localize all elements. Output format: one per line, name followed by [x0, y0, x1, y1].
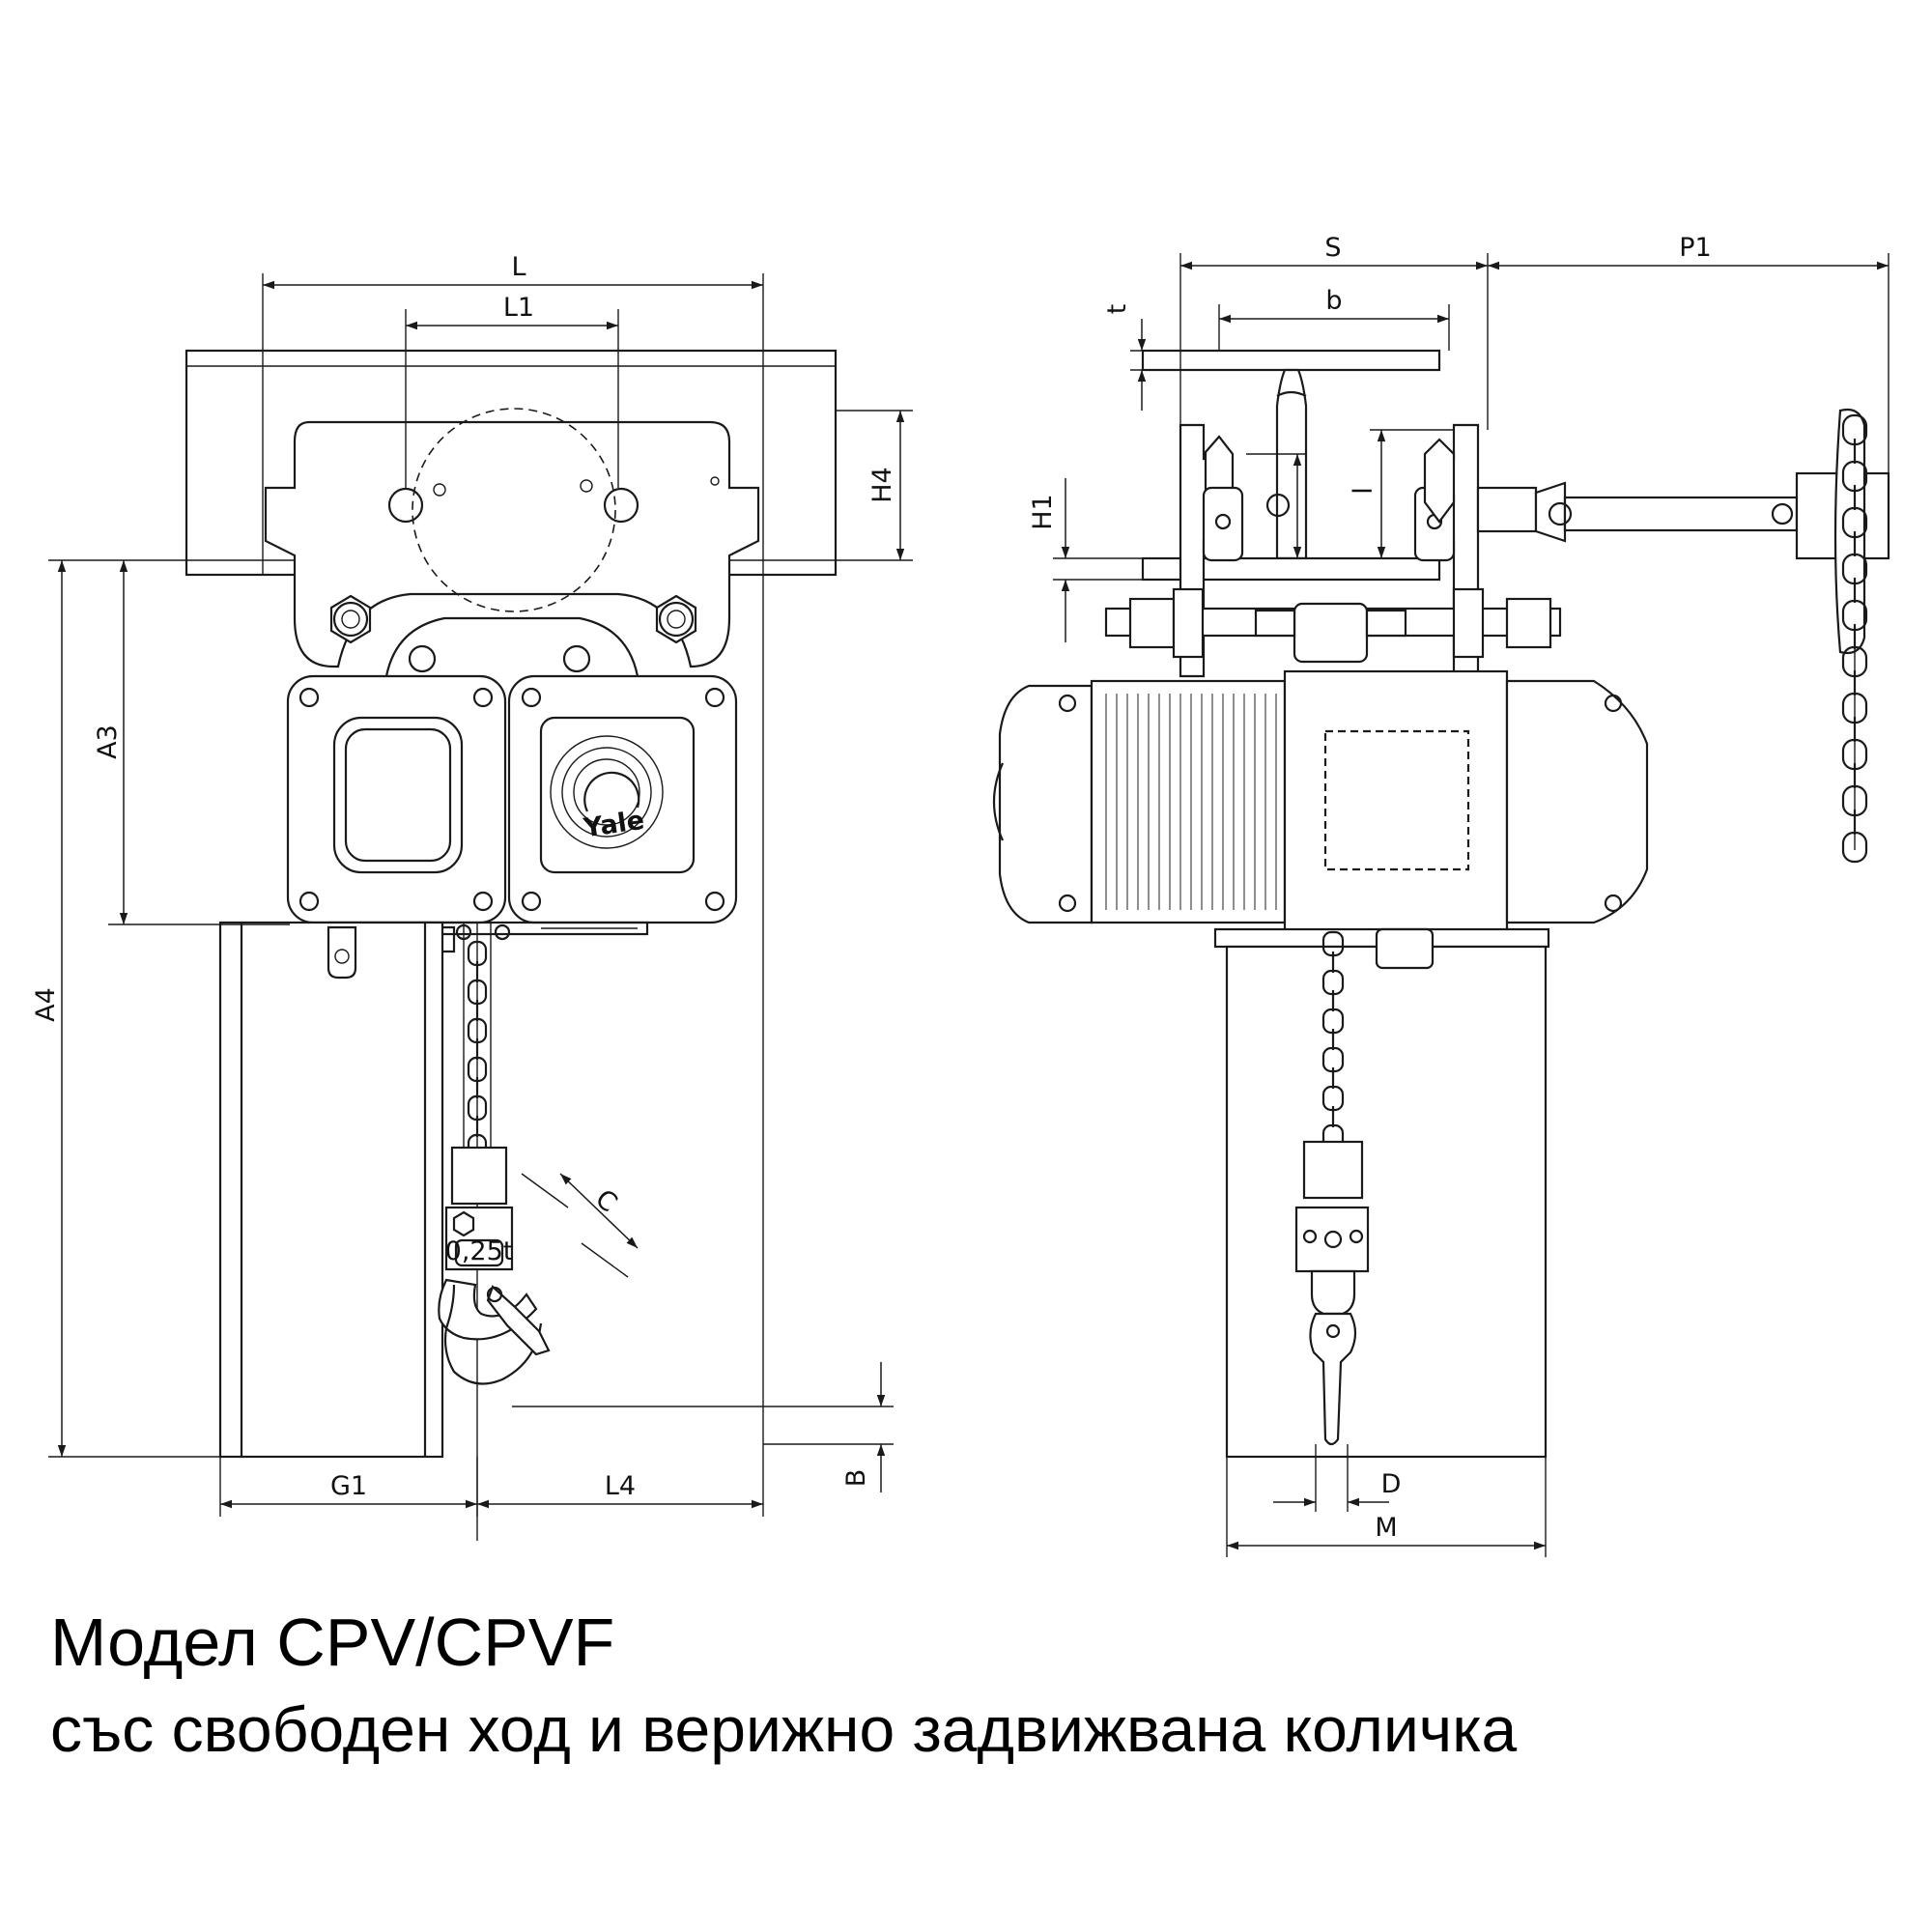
- chain-container-front: [218, 921, 456, 1459]
- chain-drive: [1476, 408, 1890, 864]
- motor-gearbox: [992, 669, 1649, 949]
- dim-L1: L1: [503, 293, 534, 323]
- side-i-beam: [1141, 349, 1441, 582]
- dim-A3: A3: [93, 724, 123, 759]
- dim-L4: L4: [605, 1471, 636, 1501]
- chain-links-side: [1321, 930, 1345, 1151]
- motor-fins: [1105, 694, 1277, 910]
- caption-subtitle: със свободен ход и верижно задвижвана ко…: [50, 1693, 1518, 1765]
- front-dimensions: L L1 H4 A3 A4 C: [31, 252, 913, 1517]
- chain-links-front: [467, 940, 488, 1160]
- dim-P1: P1: [1679, 233, 1711, 263]
- hook-block-front: 0,25t: [438, 1146, 551, 1385]
- dim-B: B: [841, 1469, 871, 1488]
- dim-C: C: [589, 1184, 622, 1219]
- dim-D: D: [1381, 1469, 1402, 1499]
- wheel-nut-left: [329, 594, 372, 644]
- dim-L: L: [511, 252, 526, 282]
- trolley-side-plates: [1104, 423, 1562, 678]
- side-dimensions: S P1 b t H1: [1028, 233, 1889, 1557]
- front-view: Yale 0,25t: [31, 252, 913, 1541]
- trolley-plate: [264, 408, 760, 677]
- side-view: S P1 b t H1: [992, 233, 1890, 1557]
- caption-title: Модел CPV/CPVF: [50, 1605, 615, 1680]
- dim-G1: G1: [330, 1471, 367, 1501]
- dim-M: M: [1375, 1513, 1397, 1543]
- dim-t: t: [1102, 304, 1132, 315]
- wheel-nut-right: [655, 594, 697, 644]
- dim-S: S: [1324, 233, 1341, 263]
- dim-b: b: [1325, 286, 1342, 316]
- dim-H4: H4: [867, 467, 897, 502]
- hoist-housing: Yale: [286, 674, 738, 936]
- load-tag: 0,25t: [445, 1236, 514, 1266]
- chain-container-side: [1225, 927, 1548, 1459]
- dim-l: l: [1349, 487, 1378, 495]
- load-chain-side: [1294, 930, 1370, 1446]
- dim-H1: H1: [1028, 494, 1058, 529]
- dim-A4: A4: [31, 987, 61, 1022]
